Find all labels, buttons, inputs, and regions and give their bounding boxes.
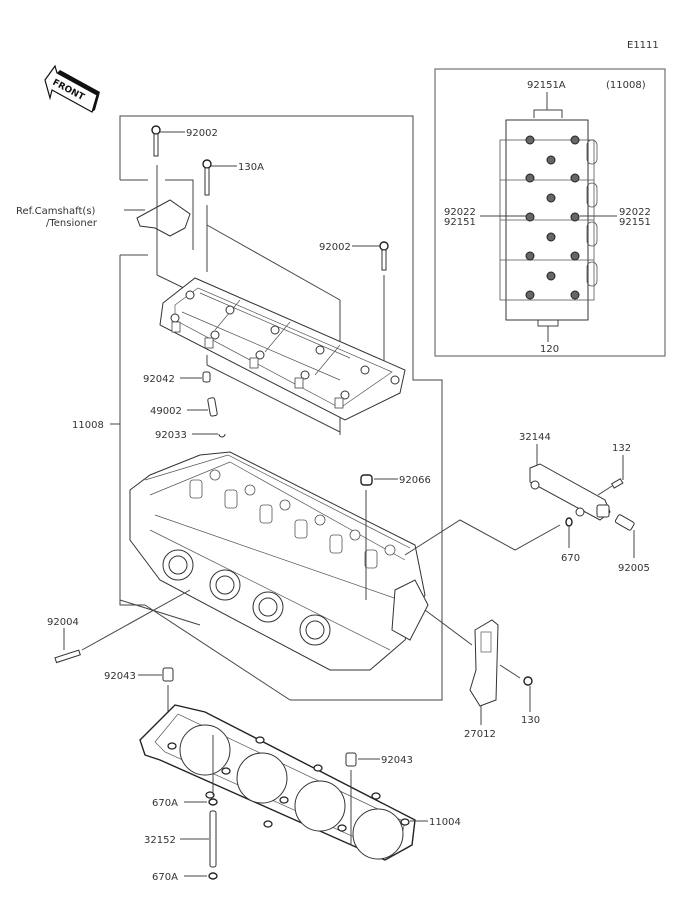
dowel-92042: 92042 (143, 371, 211, 385)
label-11004: 11004 (429, 817, 461, 828)
label-32144: 32144 (519, 432, 551, 443)
label-32152: 32152 (144, 835, 176, 846)
label-92042: 92042 (143, 374, 175, 385)
label-92002-top: 92002 (186, 128, 218, 139)
rail-32144: 32144 (519, 432, 611, 521)
front-arrow-icon: FRONT (44, 64, 100, 113)
bolt-130: 130 (499, 664, 540, 726)
screw-132: 132 (597, 443, 631, 496)
clip-92033: 92033 (155, 430, 226, 441)
label-132: 132 (612, 443, 631, 454)
inset-assembly-ref: (11008) (606, 80, 646, 91)
label-92005: 92005 (618, 563, 650, 574)
label-130: 130 (521, 715, 540, 726)
tensioner-49002: 49002 (150, 397, 218, 417)
label-92043-a: 92043 (104, 671, 136, 682)
dowel-92043-b: 92043 (345, 752, 413, 845)
diagram-code: E1111 (627, 40, 659, 51)
inset-label-left-1: 92022 (444, 207, 476, 218)
inset-label-right-1: 92022 (619, 207, 651, 218)
bolt-92002-right: 92002 (319, 241, 389, 365)
inset-box: (11008) 92151A 92022 92151 92022 92151 (434, 68, 666, 357)
plug-92066: 92066 (360, 474, 431, 600)
label-670: 670 (561, 553, 580, 564)
cylinder-head (129, 451, 429, 671)
fitting-92005: 92005 (614, 514, 650, 574)
label-92043-b: 92043 (381, 755, 413, 766)
label-92066: 92066 (399, 475, 431, 486)
label-130a: 130A (238, 162, 264, 173)
label-92004: 92004 (47, 617, 79, 628)
label-49002: 49002 (150, 406, 182, 417)
camshaft-tensioner-ref: Ref.Camshaft(s) /Tensioner (16, 165, 191, 291)
inset-label-top: 92151A (527, 80, 566, 91)
pipe-32152-group: 670A 32152 670A (144, 735, 218, 883)
ref-note-line2: /Tensioner (46, 218, 98, 229)
label-27012: 27012 (464, 729, 496, 740)
bracket-27012: 27012 (424, 609, 499, 740)
inset-label-right-2: 92151 (619, 217, 651, 228)
inset-label-left-2: 92151 (444, 217, 476, 228)
label-670a-top: 670A (152, 798, 178, 809)
ref-note-line1: Ref.Camshaft(s) (16, 206, 96, 217)
camshaft-holder (159, 277, 406, 433)
label-11008: 11008 (72, 420, 104, 431)
head-gasket-11004: 11004 (139, 704, 461, 861)
label-92033: 92033 (155, 430, 187, 441)
inset-label-bottom: 120 (540, 344, 559, 355)
oring-670: 670 (561, 517, 580, 564)
bolt-92002-top: 92002 (151, 125, 218, 157)
bolt-130a: 130A (202, 159, 341, 435)
stud-92004: 92004 (47, 589, 291, 701)
label-92002-right: 92002 (319, 242, 351, 253)
label-670a-bottom: 670A (152, 872, 178, 883)
